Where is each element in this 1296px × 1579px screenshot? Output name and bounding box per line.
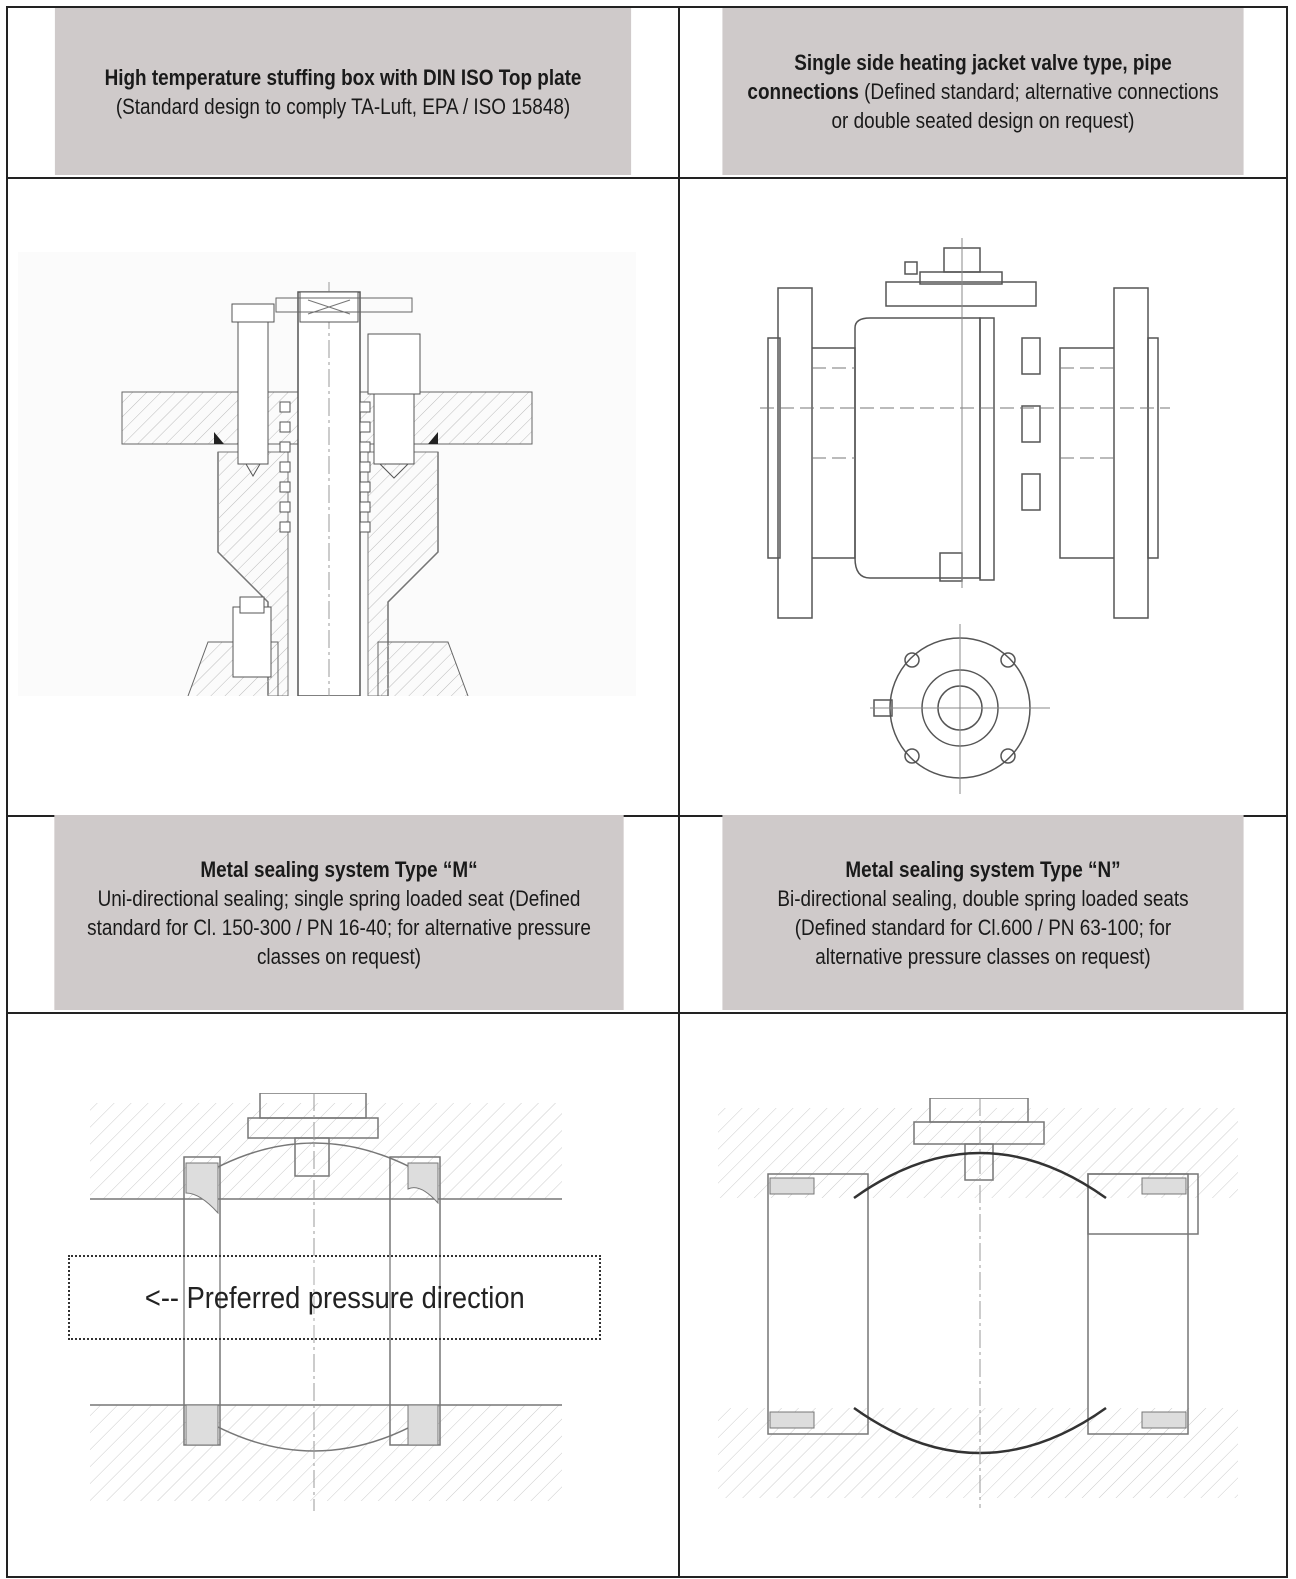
stuffing-box-drawing [18, 252, 636, 696]
pressure-direction-annotation: <-- Preferred pressure direction [68, 1255, 601, 1340]
row-divider [8, 1012, 1286, 1014]
header-type-m: Metal sealing system Type “M“ Uni-direct… [54, 815, 624, 1010]
header-title: Metal sealing system Type “M“ [200, 856, 478, 882]
column-divider [678, 8, 680, 1576]
header-stuffing-box: High temperature stuffing box with DIN I… [54, 8, 632, 175]
header-subtitle: (Standard design to comply TA-Luft, EPA … [115, 93, 571, 119]
type-n-drawing [718, 1098, 1238, 1508]
comparison-table [6, 6, 1288, 1578]
row-divider [8, 177, 1286, 179]
row-divider [8, 815, 1286, 817]
header-title: Single side heating jacket valve type, p… [794, 50, 1172, 75]
header-title: Metal sealing system Type “N” [845, 856, 1121, 882]
header-line: (Defined standard for Cl.600 / PN 63-100… [794, 914, 1172, 940]
header-line: standard for Cl. 150-300 / PN 16-40; for… [87, 914, 591, 940]
header-line: classes on request) [256, 943, 422, 969]
header-subtitle-cont: or double seated design on request) [831, 108, 1135, 133]
header-subtitle: (Defined standard; alternative connectio… [858, 79, 1219, 104]
header-type-n: Metal sealing system Type “N” Bi-directi… [722, 815, 1244, 1010]
header-heating-jacket: Single side heating jacket valve type, p… [722, 8, 1244, 175]
header-line: Bi-directional sealing, double spring lo… [777, 885, 1189, 911]
type-m-drawing [90, 1093, 562, 1511]
pressure-direction-label: <-- Preferred pressure direction [144, 1279, 525, 1315]
header-title-cont: connections [747, 79, 859, 104]
header-title: High temperature stuffing box with DIN I… [104, 64, 582, 90]
heating-jacket-drawing [760, 238, 1180, 798]
header-line: alternative pressure classes on request) [815, 943, 1151, 969]
header-line: Uni-directional sealing; single spring l… [97, 885, 581, 911]
